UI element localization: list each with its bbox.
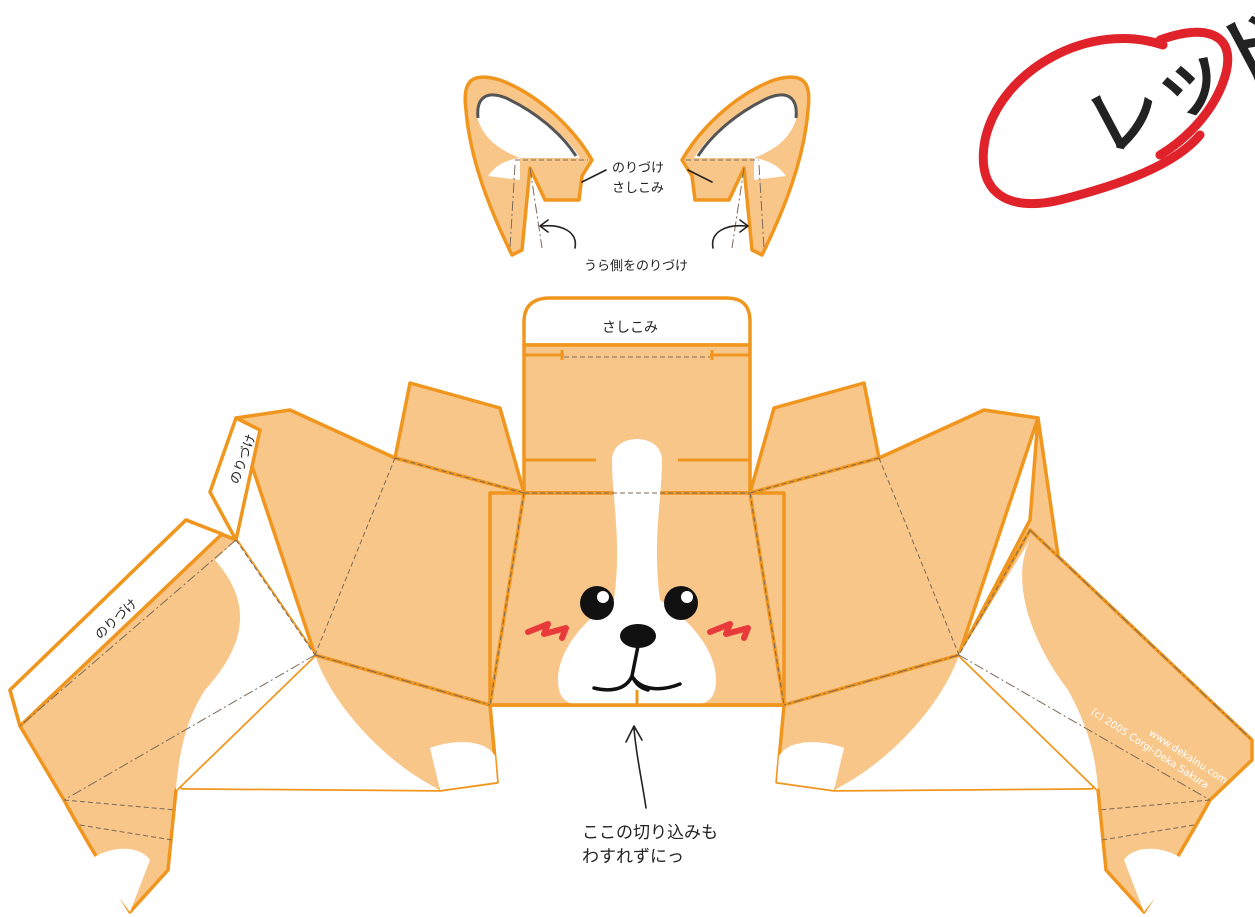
note-arrow	[625, 725, 647, 809]
nose	[620, 624, 656, 648]
top-insert-tab	[522, 296, 752, 347]
ear-pointer-right	[687, 169, 713, 183]
ear-pointer-left	[581, 169, 607, 183]
right-eye	[664, 586, 698, 620]
left-cheek-blush	[525, 621, 569, 641]
note-line1: ここの切り込みも	[582, 823, 718, 843]
left-ear-piece	[463, 75, 594, 257]
ear-fold-arrow-right	[711, 219, 749, 249]
ear-glue-back-label: うら側をのりづけ	[584, 259, 688, 274]
top-tab-label: さしこみ	[602, 320, 658, 336]
ear-fold-arrow-left	[539, 219, 577, 249]
right-cheek-blush	[707, 621, 751, 641]
left-glue-tab	[8, 518, 224, 728]
left-eye	[580, 586, 614, 620]
ear-labels: のりづけ さしこみ うら側をのりづけ	[539, 161, 749, 274]
ear-glue-label-line1: のりづけ	[612, 161, 664, 176]
fold-lines	[19, 457, 1253, 841]
right-ear-piece	[680, 75, 811, 257]
red-stamp: レッド	[978, 0, 1255, 209]
ear-glue-label-line2: さしこみ	[612, 181, 664, 196]
dog-face	[525, 586, 751, 692]
head-piece: さしこみ のりづけ のりづけ	[8, 296, 1254, 914]
face-blaze	[558, 439, 716, 705]
stamp-text: レッド	[1072, 0, 1255, 172]
mouth	[592, 644, 682, 692]
cut-note: ここの切り込みも わすれずにっ	[582, 725, 718, 867]
note-line2: わすれずにっ	[582, 847, 684, 867]
